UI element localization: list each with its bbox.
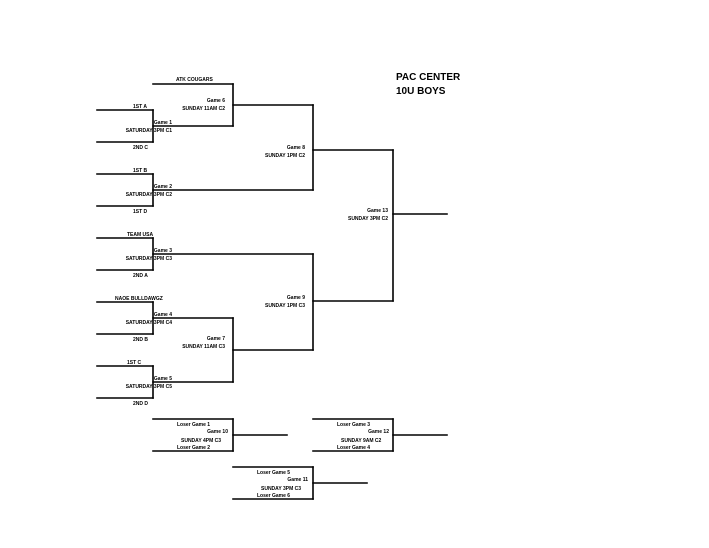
- game1-label: Game 1: [154, 120, 172, 126]
- game8-time: SUNDAY 1PM C2: [265, 153, 305, 159]
- game10-label: Game 10: [207, 429, 228, 435]
- game10-bottom-entry: Loser Game 2: [177, 445, 210, 451]
- game9-time: SUNDAY 1PM C3: [265, 303, 305, 309]
- game2-time: SATURDAY 3PM C2: [126, 192, 173, 198]
- game5-time: SATURDAY 3PM C5: [126, 384, 173, 390]
- seed-naoe-bulldawgz: NAOE BULLDAWGZ: [115, 296, 163, 302]
- game9-label: Game 9: [287, 295, 305, 301]
- game11-bottom-entry: Loser Game 6: [257, 493, 290, 499]
- game8-label: Game 8: [287, 145, 305, 151]
- game2-label: Game 2: [154, 184, 172, 190]
- game11-time: SUNDAY 3PM C3: [261, 486, 301, 492]
- seed-1st-d: 1ST D: [133, 209, 148, 215]
- game1-time: SATURDAY 3PM C1: [126, 128, 173, 134]
- game5-label: Game 5: [154, 376, 172, 382]
- seed-team-usa: TEAM USA: [127, 232, 154, 238]
- seed-1st-a: 1ST A: [133, 104, 147, 110]
- game12-time: SUNDAY 9AM C2: [341, 438, 382, 444]
- game11-label: Game 11: [287, 477, 308, 483]
- game12-top-entry: Loser Game 3: [337, 422, 370, 428]
- game10-time: SUNDAY 4PM C3: [181, 438, 221, 444]
- game3-time: SATURDAY 3PM C3: [126, 256, 173, 262]
- seed-2nd-a: 2ND A: [133, 273, 148, 279]
- game6-time: SUNDAY 11AM C2: [182, 106, 225, 112]
- bracket-title-line1: PAC CENTER: [396, 72, 461, 83]
- game13-label: Game 13: [367, 208, 388, 214]
- game7-label: Game 7: [207, 336, 225, 342]
- game13-time: SUNDAY 3PM C2: [348, 216, 388, 222]
- game6-label: Game 6: [207, 98, 225, 104]
- seed-atk-cougars: ATK COUGARS: [176, 77, 214, 83]
- seed-1st-b: 1ST B: [133, 168, 148, 174]
- game4-label: Game 4: [154, 312, 172, 318]
- game12-bottom-entry: Loser Game 4: [337, 445, 370, 451]
- game3-label: Game 3: [154, 248, 172, 254]
- seed-1st-c: 1ST C: [127, 360, 142, 366]
- game4-time: SATURDAY 3PM C4: [126, 320, 173, 326]
- bracket-title-line2: 10U BOYS: [396, 86, 446, 97]
- seed-2nd-b: 2ND B: [133, 337, 148, 343]
- game7-time: SUNDAY 11AM C3: [182, 344, 225, 350]
- seed-2nd-d: 2ND D: [133, 401, 148, 407]
- game11-top-entry: Loser Game 5: [257, 470, 290, 476]
- game12-label: Game 12: [368, 429, 389, 435]
- seed-2nd-c: 2ND C: [133, 145, 148, 151]
- game10-top-entry: Loser Game 1: [177, 422, 210, 428]
